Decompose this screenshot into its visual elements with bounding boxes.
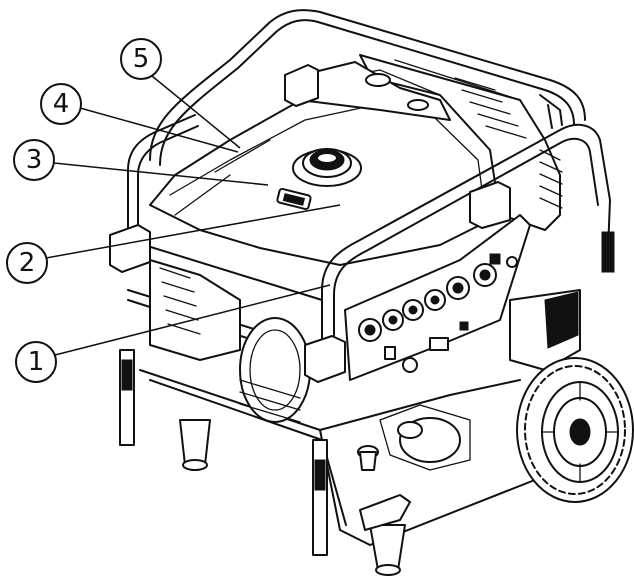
callout-2: 2: [6, 242, 48, 284]
legs: [119, 349, 406, 576]
alternator: [149, 259, 311, 423]
callout-5: 5: [120, 38, 162, 80]
leader-line-4: [79, 107, 239, 153]
callout-label-3: 3: [26, 145, 43, 175]
control-panel: [344, 214, 531, 381]
callout-1: 1: [15, 341, 57, 383]
leader-line-5: [151, 75, 241, 149]
callout-label-5: 5: [133, 44, 150, 74]
leader-line-2: [45, 204, 341, 259]
callout-label-4: 4: [53, 89, 70, 119]
wheel: [516, 357, 634, 503]
brackets: [109, 64, 511, 531]
leader-line-1: [54, 284, 331, 356]
leader-lines: [45, 75, 341, 356]
fuel-tank: [149, 61, 501, 266]
callout-label-1: 1: [28, 347, 45, 377]
leader-line-3: [53, 162, 269, 186]
callout-4: 4: [40, 83, 82, 125]
engine-lower: [379, 289, 581, 471]
callout-3: 3: [13, 139, 55, 181]
callout-label-2: 2: [19, 248, 36, 278]
